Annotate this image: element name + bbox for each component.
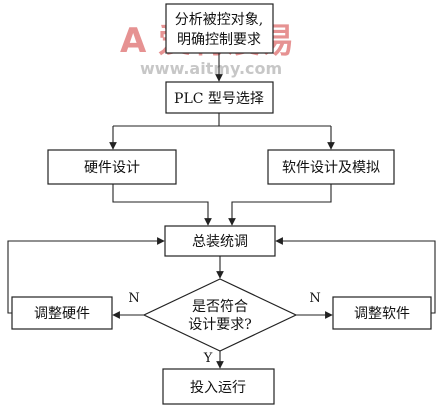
node-integration <box>164 225 276 257</box>
node-decision <box>142 278 298 352</box>
node-adjust-hardware-label: 调整硬件 <box>34 306 90 322</box>
edge-label-no-left: N <box>128 291 139 306</box>
node-software-design <box>267 149 395 185</box>
node-commission <box>162 368 275 405</box>
node-adjust-software <box>332 296 432 330</box>
watermark-url: www.aitmy.com <box>140 59 282 78</box>
node-adjust-software-label: 调整软件 <box>354 306 410 322</box>
node-software-design-label: 软件设计及模拟 <box>282 160 380 176</box>
edge-hardware-integration <box>112 184 212 226</box>
node-hardware-design-label: 硬件设计 <box>84 160 140 176</box>
node-commission-label: 投入运行 <box>190 380 246 396</box>
node-decision-line2: 设计要求? <box>188 317 252 333</box>
edge-label-no-right: N <box>309 291 320 306</box>
edge-software-integration <box>228 184 332 226</box>
node-analyze-line1: 分析被控对象, <box>175 12 263 28</box>
edge-adjust-hardware-loop <box>7 237 165 314</box>
node-plc-select-label: PLC 型号选择 <box>174 91 264 107</box>
edge-label-yes: Y <box>203 351 213 366</box>
edge-adjust-software-loop <box>275 237 436 314</box>
node-hardware-design <box>47 149 177 185</box>
node-analyze-line2: 明确控制要求 <box>177 32 261 48</box>
node-decision-line1: 是否符合 <box>192 299 248 315</box>
node-integration-label: 总装统调 <box>192 234 248 250</box>
node-plc-select <box>165 81 274 114</box>
node-adjust-hardware <box>11 296 113 330</box>
node-analyze <box>165 3 274 54</box>
